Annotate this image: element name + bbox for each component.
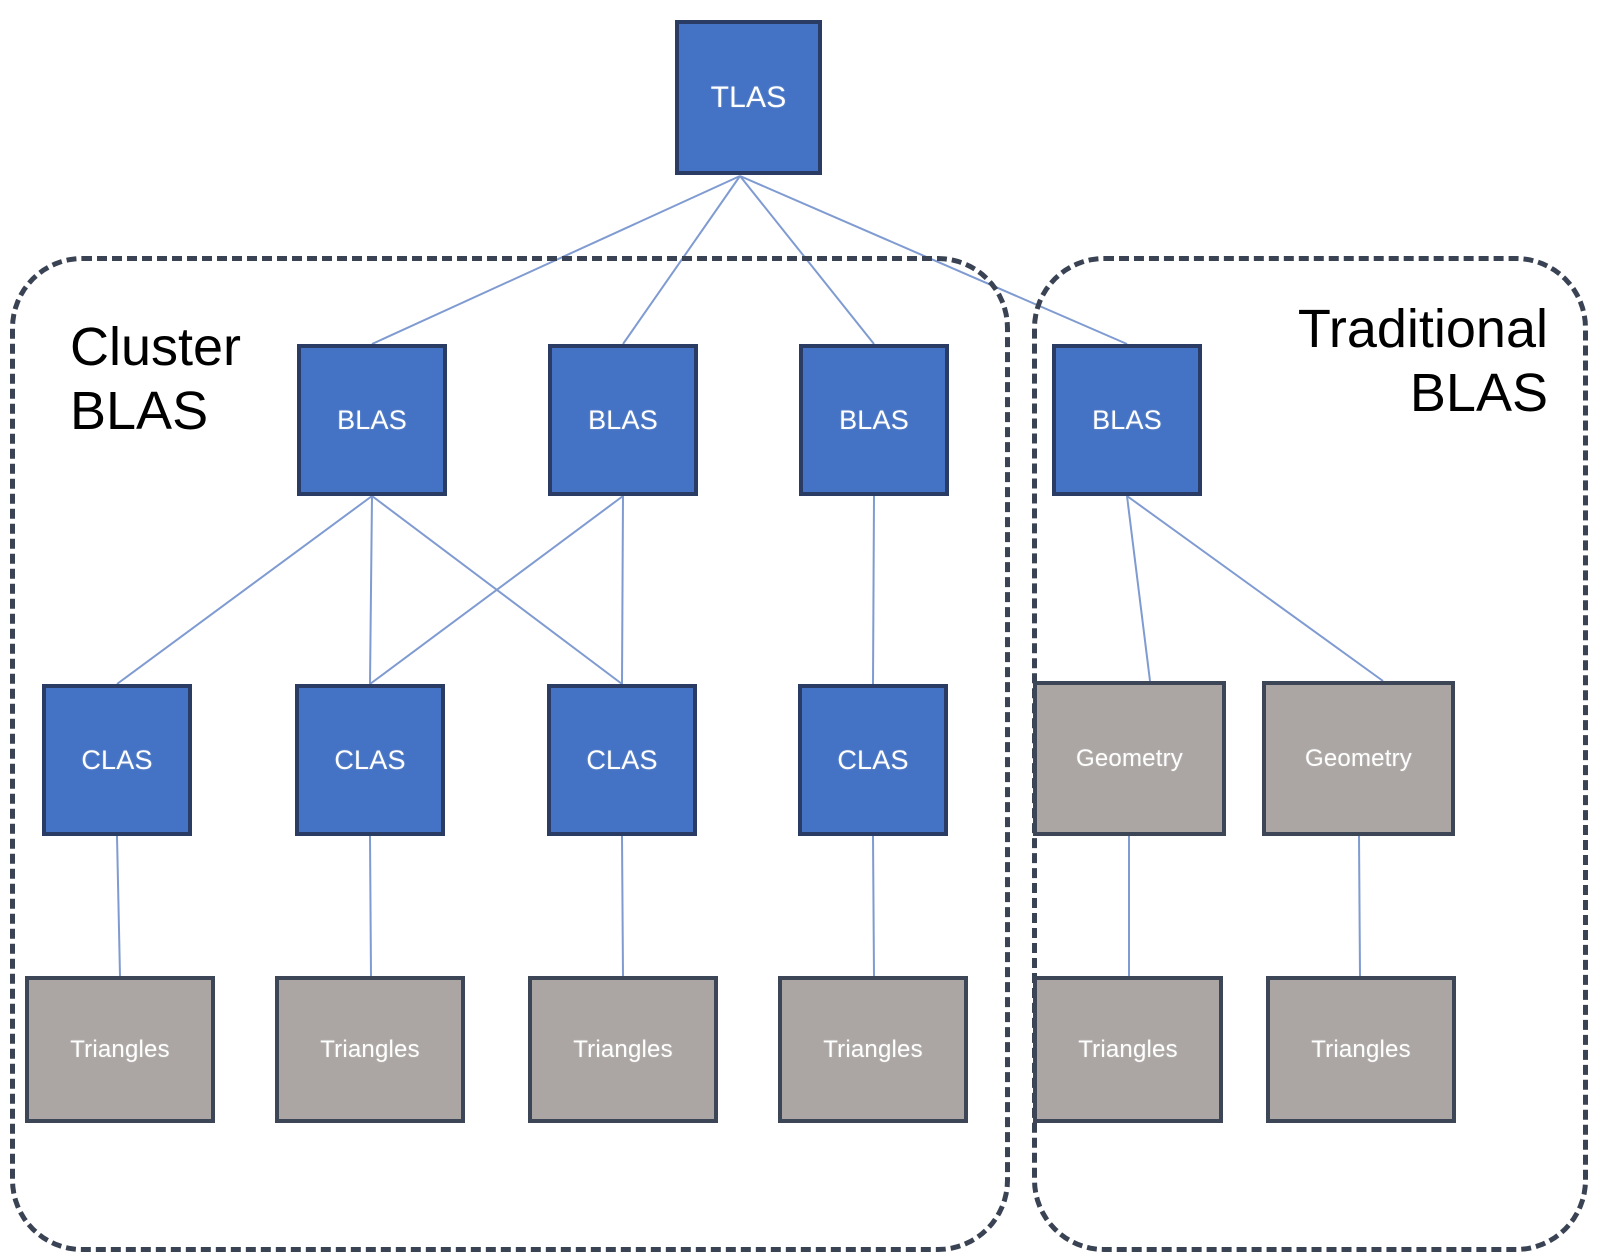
node-label-geometry-2: Geometry <box>1305 744 1412 772</box>
node-label-triangles-3: Triangles <box>573 1035 673 1063</box>
edge-clas-3-to-triangles-3 <box>621 835 624 977</box>
group-label-traditional-blas: Traditional BLAS <box>1297 299 1548 423</box>
node-label-triangles-2: Triangles <box>320 1035 420 1063</box>
node-blas-4[interactable]: BLAS <box>1052 344 1202 496</box>
node-blas-2[interactable]: BLAS <box>548 344 698 496</box>
edge-blas-4-to-geometry-2 <box>1126 495 1384 682</box>
node-label-clas-4: CLAS <box>837 744 909 775</box>
node-blas-3[interactable]: BLAS <box>799 344 949 496</box>
group-cluster-blas <box>10 256 1010 1252</box>
edge-clas-4-to-triangles-4 <box>872 835 875 977</box>
edge-blas-1-to-clas-2 <box>369 495 373 685</box>
edge-blas-1-to-clas-1 <box>116 495 373 685</box>
edge-clas-1-to-triangles-1 <box>116 835 121 977</box>
edge-blas-4-to-geometry-1 <box>1126 495 1151 682</box>
node-clas-4[interactable]: CLAS <box>798 684 948 836</box>
node-label-clas-1: CLAS <box>81 744 153 775</box>
node-label-blas-3: BLAS <box>839 404 909 435</box>
node-triangles-1[interactable]: Triangles <box>25 976 215 1123</box>
node-clas-2[interactable]: CLAS <box>295 684 445 836</box>
node-label-clas-2: CLAS <box>334 744 406 775</box>
node-triangles-5[interactable]: Triangles <box>1033 976 1223 1123</box>
node-label-blas-1: BLAS <box>337 404 407 435</box>
node-label-triangles-1: Triangles <box>70 1035 170 1063</box>
edge-blas-3-to-clas-4 <box>872 495 875 685</box>
node-blas-1[interactable]: BLAS <box>297 344 447 496</box>
node-tlas[interactable]: TLAS <box>675 20 822 175</box>
node-triangles-2[interactable]: Triangles <box>275 976 465 1123</box>
edge-blas-2-to-clas-2 <box>369 495 624 685</box>
node-triangles-4[interactable]: Triangles <box>778 976 968 1123</box>
node-label-triangles-4: Triangles <box>823 1035 923 1063</box>
node-geometry-2[interactable]: Geometry <box>1262 681 1455 836</box>
node-geometry-1[interactable]: Geometry <box>1033 681 1226 836</box>
node-label-blas-2: BLAS <box>588 404 658 435</box>
node-triangles-6[interactable]: Triangles <box>1266 976 1456 1123</box>
node-label-tlas: TLAS <box>710 80 787 114</box>
group-label-cluster-blas: Cluster BLAS <box>70 317 242 441</box>
node-label-blas-4: BLAS <box>1092 404 1162 435</box>
node-clas-1[interactable]: CLAS <box>42 684 192 836</box>
node-label-clas-3: CLAS <box>586 744 658 775</box>
node-clas-3[interactable]: CLAS <box>547 684 697 836</box>
node-label-triangles-5: Triangles <box>1078 1035 1178 1063</box>
edge-geometry-2-to-triangles-6 <box>1358 835 1361 977</box>
edge-clas-2-to-triangles-2 <box>369 835 372 977</box>
node-label-geometry-1: Geometry <box>1076 744 1183 772</box>
node-label-triangles-6: Triangles <box>1311 1035 1411 1063</box>
node-triangles-3[interactable]: Triangles <box>528 976 718 1123</box>
edge-blas-2-to-clas-3 <box>621 495 624 685</box>
